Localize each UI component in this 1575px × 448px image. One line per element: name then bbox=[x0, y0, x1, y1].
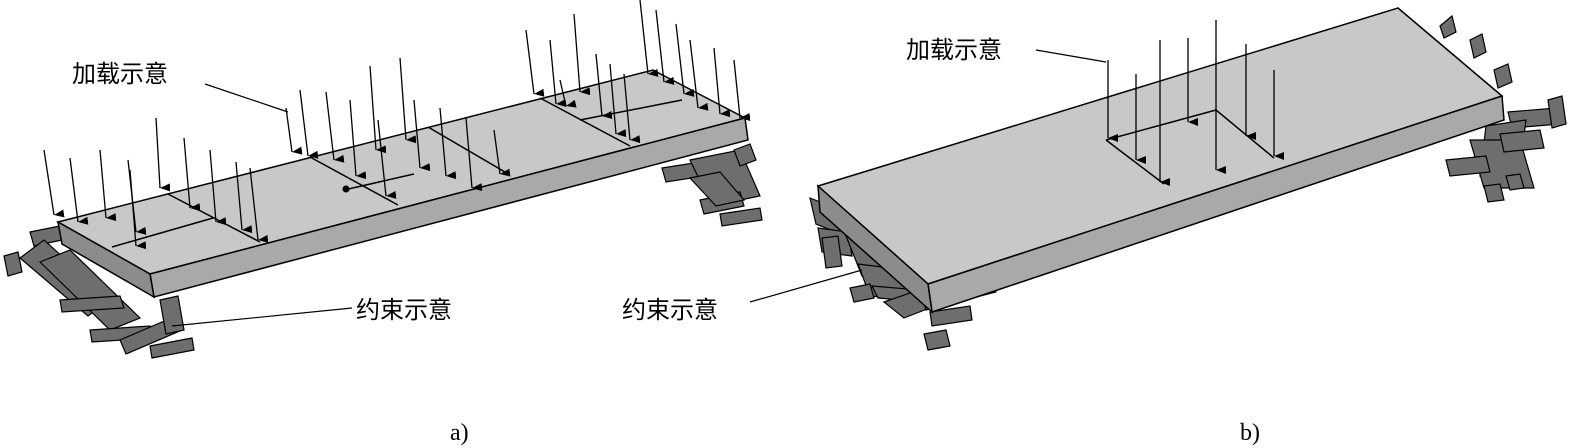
constraint-leader-line-b bbox=[749, 269, 863, 303]
load-label-b: 加载示意 bbox=[906, 36, 1002, 64]
right-clamp-fixture-b bbox=[1439, 14, 1567, 203]
caption-b: b) bbox=[1240, 420, 1260, 446]
constraint-label-b: 约束示意 bbox=[622, 296, 718, 324]
constraint-label-a: 约束示意 bbox=[356, 296, 452, 324]
constraint-leader-line-a bbox=[171, 307, 353, 327]
diagram-a: 加载示意 约束示意 a) bbox=[3, 0, 763, 446]
load-region-lines-b bbox=[1105, 109, 1275, 185]
load-arrows-a bbox=[43, 0, 751, 250]
diagram-b: 加载示意 约束示意 b) bbox=[622, 7, 1567, 446]
left-clamp-fixture-a bbox=[3, 225, 195, 359]
caption-a: a) bbox=[450, 420, 469, 446]
slab-side-face-b bbox=[817, 184, 934, 314]
marker-dot-a bbox=[342, 185, 350, 193]
slab-top-face-a bbox=[56, 69, 748, 275]
load-arrows-b bbox=[1107, 20, 1284, 186]
load-leader-line-b bbox=[1035, 49, 1107, 63]
slab-side-face-a bbox=[56, 220, 156, 299]
load-label-a: 加载示意 bbox=[72, 60, 168, 88]
load-leader-line-a bbox=[204, 83, 289, 113]
right-clamp-fixture-a bbox=[661, 143, 763, 227]
